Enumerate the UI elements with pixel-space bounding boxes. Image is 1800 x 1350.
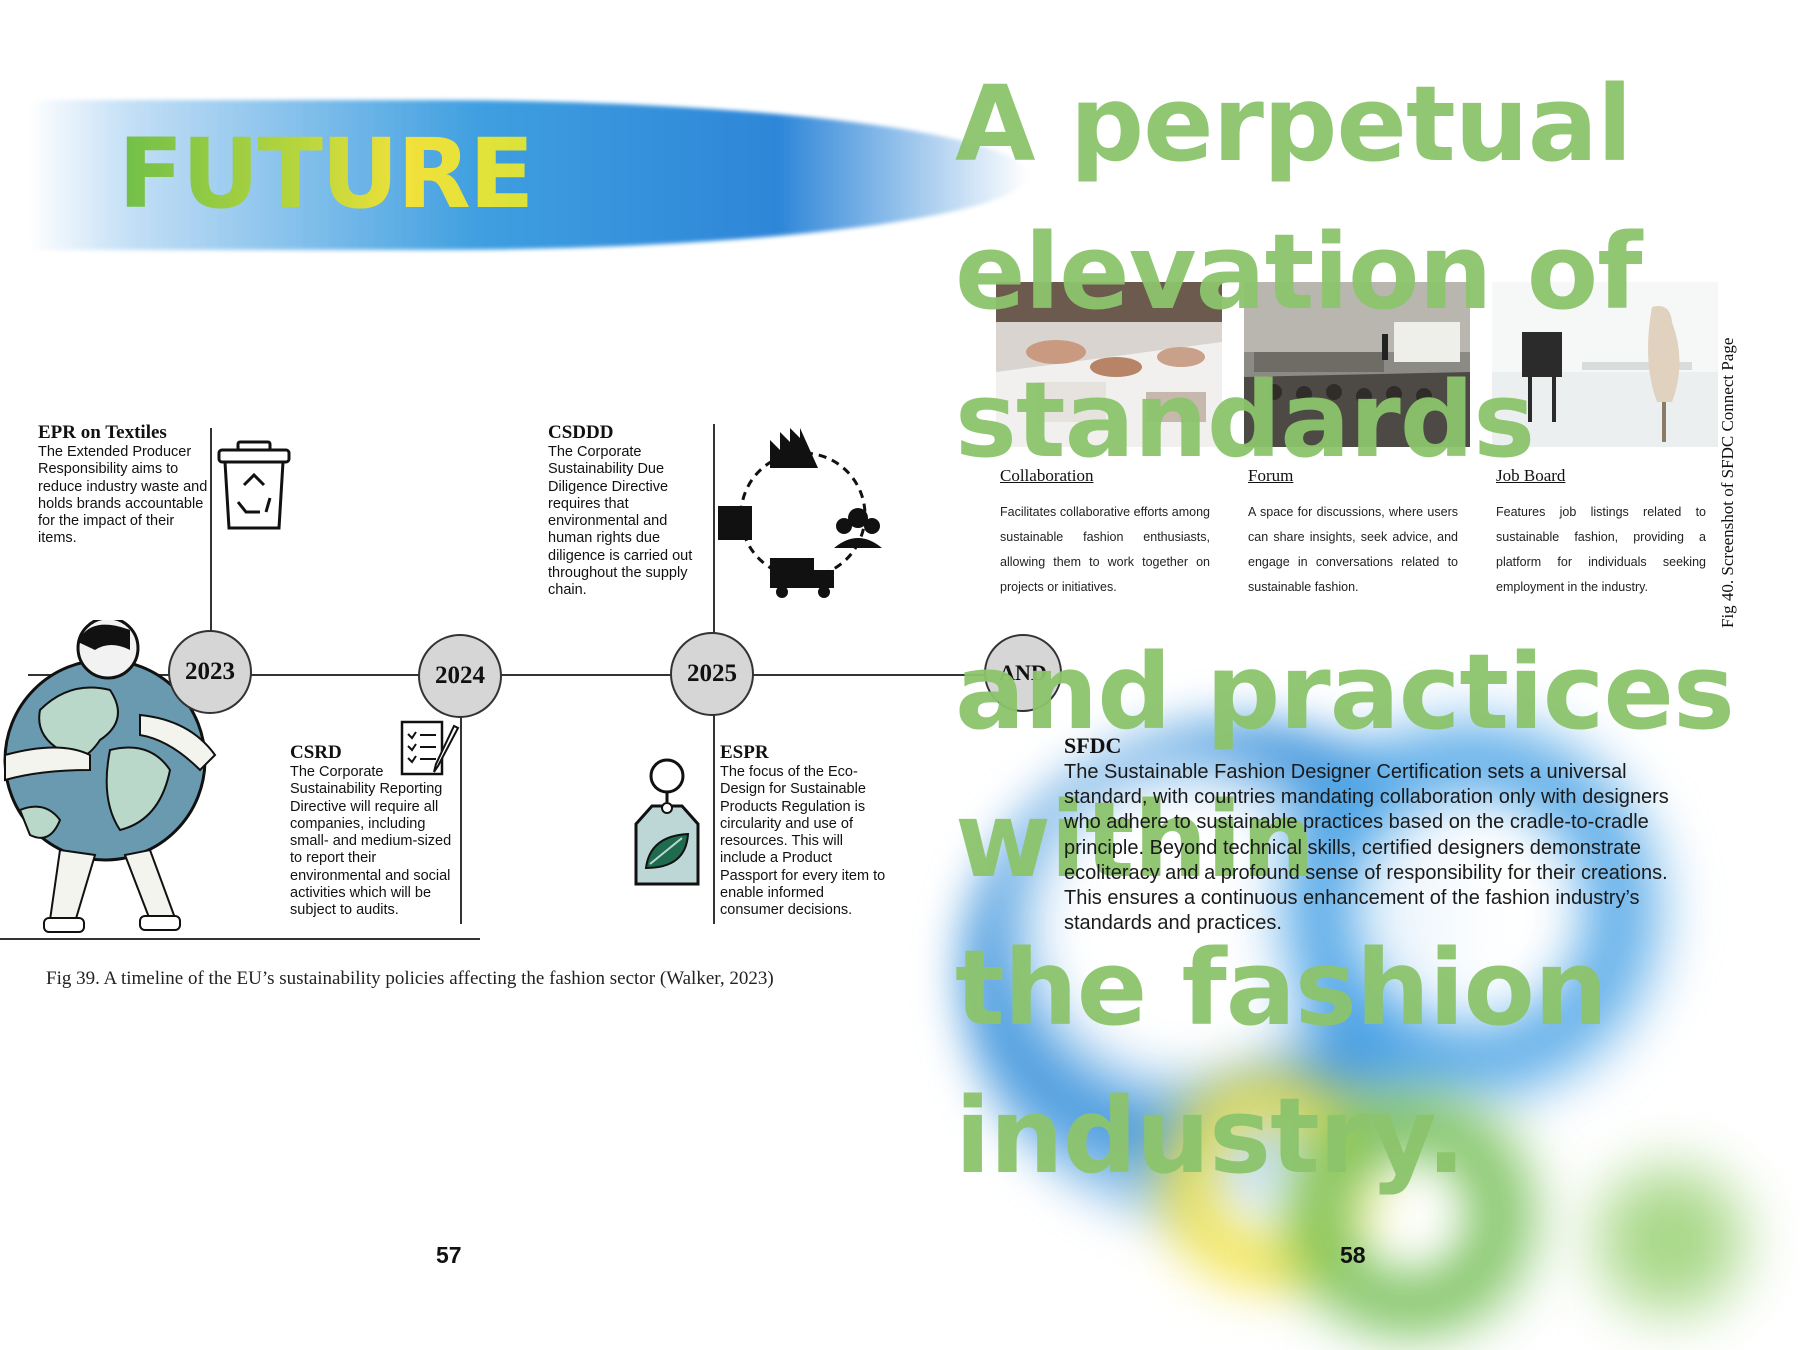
timeline-axis <box>28 674 988 676</box>
checklist-report-icon <box>400 720 460 776</box>
forum-photo <box>1244 282 1470 447</box>
feature-title-collaboration: Collaboration <box>1000 466 1094 485</box>
year-circle-2023: 2023 <box>168 630 252 714</box>
heading-line: A perpetual <box>955 63 1633 185</box>
future-banner-gradient <box>28 100 1028 250</box>
feature-title-forum: Forum <box>1248 466 1294 485</box>
feature-text-collaboration: Facilitates collaborative efforts among … <box>1000 505 1210 594</box>
timeline-connector-2025-up <box>713 424 715 636</box>
year-circle-2024: 2024 <box>418 634 502 718</box>
future-title: FUTURE <box>118 118 534 230</box>
year-label: 2024 <box>435 662 485 689</box>
feature-text-forum: A space for discussions, where users can… <box>1248 505 1458 594</box>
timeline-connector-2025-down <box>713 712 715 924</box>
decorative-green-swirl-2 <box>1560 1140 1780 1340</box>
figure-39-caption: Fig 39. A timeline of the EU’s sustainab… <box>46 968 774 989</box>
timeline-connector-2024 <box>460 716 462 924</box>
policy-text-epr: The Extended Producer Responsibility aim… <box>38 444 208 547</box>
page-number-left: 57 <box>436 1242 462 1268</box>
year-circle-2025: 2025 <box>670 632 754 716</box>
year-label: 2023 <box>185 658 235 685</box>
heading-line: standards <box>955 359 1535 481</box>
person-hugging-globe-icon <box>3 620 217 933</box>
ground-line <box>0 938 480 940</box>
sfdc-title: SFDC <box>1064 733 1122 758</box>
decorative-blue-swirl-2 <box>1250 700 1690 1120</box>
policy-text-csddd: The Corporate Sustainability Due Diligen… <box>548 444 693 599</box>
feature-title-job-board: Job Board <box>1496 466 1566 485</box>
policy-title-csddd: CSDDD <box>548 422 614 443</box>
policy-title-epr: EPR on Textiles <box>38 422 167 443</box>
and-label: AND <box>999 660 1047 685</box>
heading-line: within <box>955 779 1315 901</box>
sfdc-paragraph: The Sustainable Fashion Designer Certifi… <box>1064 761 1669 935</box>
decorative-green-swirl <box>1250 1080 1570 1350</box>
year-label: 2025 <box>687 660 737 687</box>
policy-text-espr: The focus of the Eco-Design for Sustaina… <box>720 764 886 919</box>
figure-40-caption: Fig 40. Screenshot of SFDC Connect Page <box>1718 337 1737 628</box>
heading-line: elevation of <box>955 211 1642 333</box>
timeline-connector-2023 <box>210 428 212 634</box>
policy-title-espr: ESPR <box>720 742 769 763</box>
policy-title-csrd: CSRD <box>290 742 342 763</box>
recycle-bin-icon <box>217 440 291 530</box>
heading-line: and practices <box>955 631 1735 753</box>
collaboration-photo <box>996 282 1222 447</box>
feature-text-job-board: Features job listings related to sustain… <box>1496 505 1706 594</box>
leaf-tag-icon <box>634 758 700 886</box>
supply-chain-cycle-icon <box>718 428 882 598</box>
page-number-right: 58 <box>1340 1242 1366 1268</box>
and-circle: AND <box>984 634 1062 712</box>
heading-line: industry. <box>955 1075 1466 1197</box>
policy-text-csrd: The Corporate Sustainability Reporting D… <box>290 764 452 919</box>
job-board-photo <box>1492 282 1718 447</box>
heading-line: the fashion <box>955 927 1608 1049</box>
big-quote-heading: A perpetual elevation of standards and p… <box>955 50 1775 1210</box>
